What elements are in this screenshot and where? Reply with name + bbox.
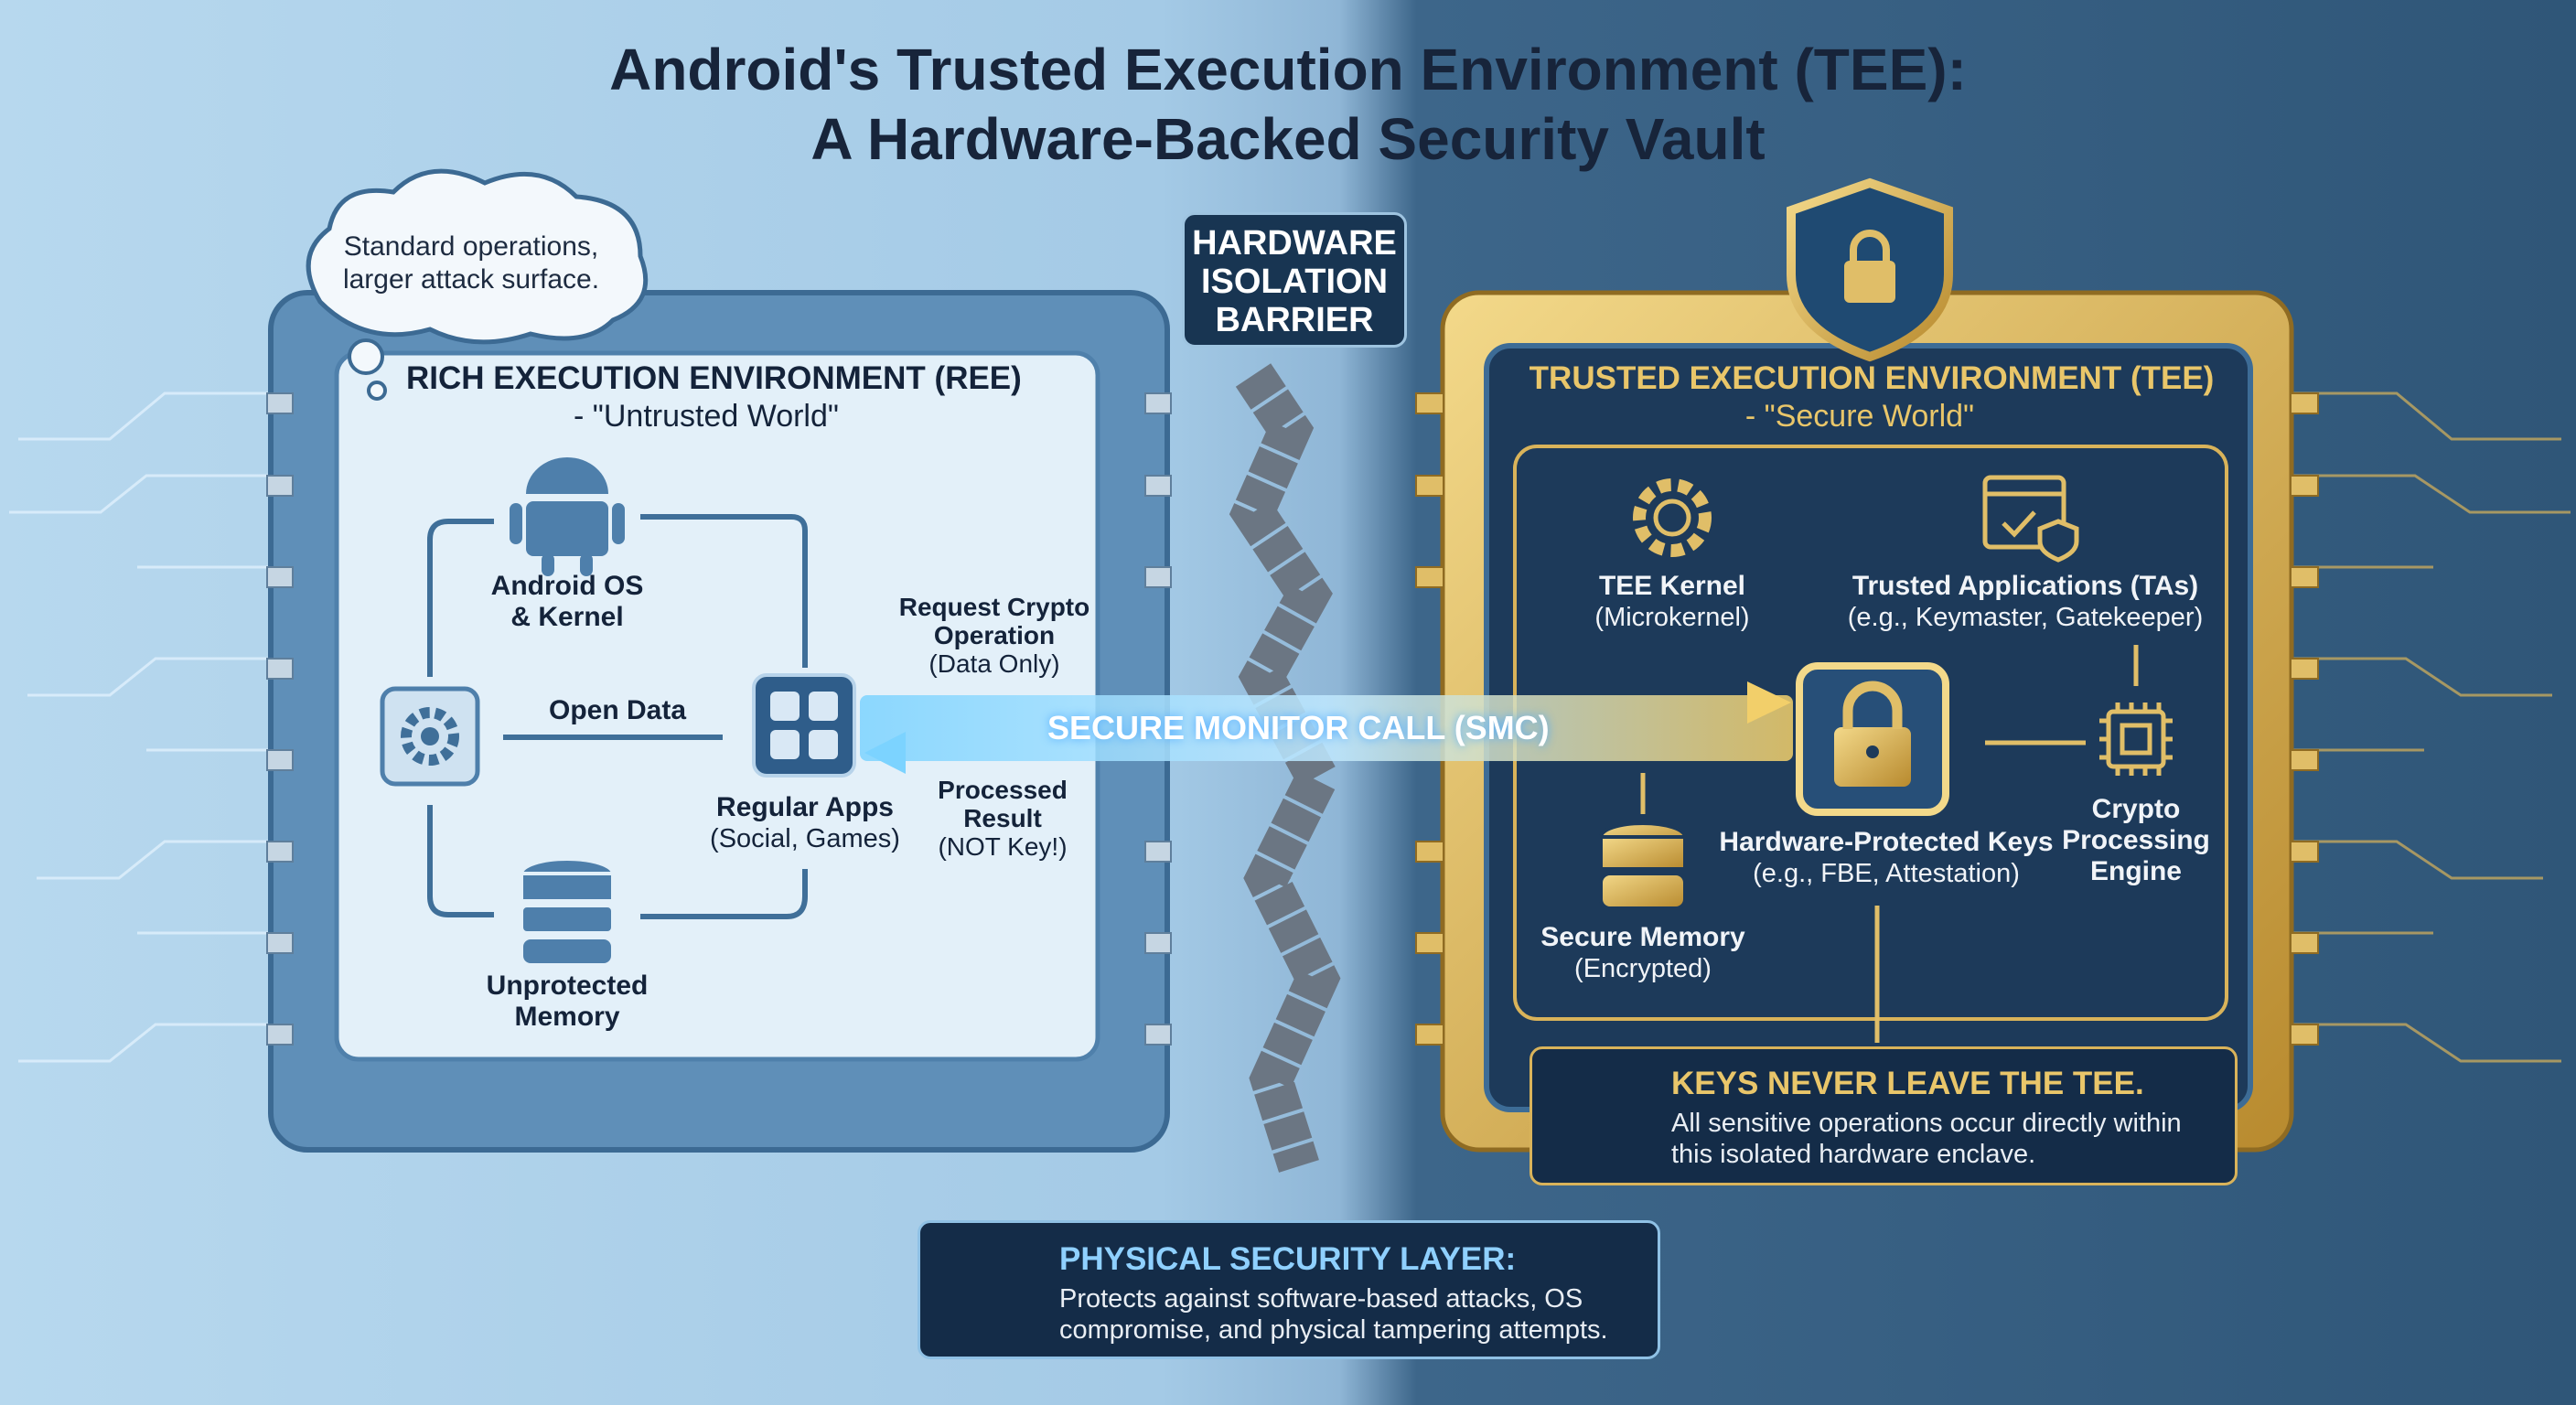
tee-chip-pins	[1415, 392, 2319, 1046]
title-line-1: Android's Trusted Execution Environment …	[609, 37, 1967, 102]
kernel-line-1: TEE Kernel	[1598, 571, 1746, 601]
keys-line-2: (e.g., FBE, Attestation)	[1753, 859, 2020, 888]
unprotected-memory-database-icon	[520, 857, 615, 967]
request-line-2: Operation	[933, 621, 1056, 649]
secmem-line-2: (Encrypted)	[1574, 954, 1712, 983]
crypto-line-3: Engine	[2089, 856, 2182, 886]
crypto-engine-chip-icon	[2099, 702, 2173, 776]
page-title: Android's Trusted Execution Environment …	[373, 35, 2203, 174]
crypto-line-1: Crypto	[2091, 794, 2181, 824]
android-icon	[510, 457, 625, 576]
memory-line-1: Unprotected	[486, 971, 649, 1001]
kernel-line-2: (Microkernel)	[1594, 603, 1750, 632]
barrier-line-1: HARDWARE	[1192, 224, 1397, 263]
keys-line-1: Hardware-Protected Keys	[1719, 827, 2054, 857]
apps-line-2: (Social, Games)	[710, 824, 900, 853]
shield-lock-icon	[1787, 177, 1953, 362]
smc-arrow-right	[1747, 681, 1791, 724]
regular-apps-icon	[752, 673, 856, 778]
android-line-1: Android OS	[490, 571, 644, 601]
thought-cloud	[306, 168, 649, 345]
physical-callout-line-2: compromise, and physical tampering attem…	[1059, 1315, 1608, 1345]
settings-gear-icon	[380, 686, 480, 787]
keys-callout-line-1: All sensitive operations occur directly …	[1671, 1109, 2182, 1138]
physical-security-callout: PHYSICAL SECURITY LAYER: Protects agains…	[918, 1220, 1660, 1359]
request-line-3: (Data Only)	[928, 649, 1060, 678]
physical-callout-text: Protects against software-based attacks,…	[1059, 1283, 1608, 1346]
cloud-line-2: larger attack surface.	[342, 264, 600, 295]
tee-kernel-label: TEE Kernel(Microkernel)	[1562, 571, 1782, 633]
secmem-line-1: Secure Memory	[1540, 922, 1745, 952]
trusted-apps-label: Trusted Applications (TAs)(e.g., Keymast…	[1824, 571, 2227, 633]
tee-title: TRUSTED EXECUTION ENVIRONMENT (TEE)	[1529, 360, 2215, 396]
ree-title: RICH EXECUTION ENVIRONMENT (REE)	[406, 360, 1022, 396]
trusted-app-icon	[1982, 475, 2079, 563]
attack-surface-note: Standard operations,larger attack surfac…	[297, 231, 645, 296]
android-os-label: Android OS& Kernel	[457, 571, 677, 633]
ree-flow-arrows	[427, 514, 808, 919]
smc-label: SECURE MONITOR CALL (SMC)	[1047, 709, 1550, 746]
smc-arrow-left	[864, 732, 906, 774]
tee-kernel-gear-icon	[1633, 478, 1712, 557]
hardware-keys-lock-icon	[1796, 662, 1949, 816]
regular-apps-label: Regular Apps(Social, Games)	[686, 792, 924, 854]
barrier-line-3: BARRIER	[1215, 301, 1374, 339]
physical-callout-line-1: Protects against software-based attacks,…	[1059, 1284, 1583, 1314]
cloud-line-1: Standard operations,	[343, 231, 599, 262]
secure-memory-label: Secure Memory(Encrypted)	[1524, 922, 1762, 984]
circuit-traces-right	[2292, 391, 2571, 1063]
hardware-keys-label: Hardware-Protected Keys(e.g., FBE, Attes…	[1712, 827, 2060, 889]
tas-line-2: (e.g., Keymaster, Gatekeeper)	[1847, 603, 2204, 632]
barrier-line-2: ISOLATION	[1200, 263, 1389, 301]
keys-callout-heading: KEYS NEVER LEAVE THE TEE.	[1671, 1066, 2144, 1101]
result-line-1: Processed	[938, 776, 1068, 804]
smc-channel	[860, 695, 1793, 761]
result-line-2: Result	[963, 804, 1042, 832]
memory-line-2: Memory	[514, 1002, 620, 1032]
open-data-label: Open Data	[549, 695, 687, 725]
tee-flow-arrows	[1640, 645, 2139, 1043]
secure-memory-database-icon	[1599, 821, 1687, 910]
keys-callout-text: All sensitive operations occur directly …	[1671, 1108, 2182, 1170]
result-line-3: (NOT Key!)	[938, 832, 1068, 861]
keys-callout-line-2: this isolated hardware enclave.	[1671, 1140, 2036, 1169]
crypto-line-2: Processing	[2062, 825, 2210, 855]
tee-subtitle: - "Secure World"	[1744, 399, 1975, 434]
apps-line-1: Regular Apps	[716, 792, 894, 822]
ree-chip-pins	[266, 392, 1172, 1046]
android-line-2: & Kernel	[510, 602, 624, 632]
tas-line-1: Trusted Applications (TAs)	[1852, 571, 2199, 601]
physical-callout-heading: PHYSICAL SECURITY LAYER:	[1059, 1241, 1517, 1277]
circuit-traces-left	[9, 391, 271, 1063]
ree-subtitle: - "Untrusted World"	[574, 399, 839, 434]
request-line-1: Request Crypto	[898, 593, 1090, 621]
title-line-2: A Hardware-Backed Security Vault	[810, 106, 1766, 172]
isolation-wall	[1229, 363, 1341, 1173]
keys-never-leave-callout: KEYS NEVER LEAVE THE TEE. All sensitive …	[1530, 1046, 2238, 1185]
